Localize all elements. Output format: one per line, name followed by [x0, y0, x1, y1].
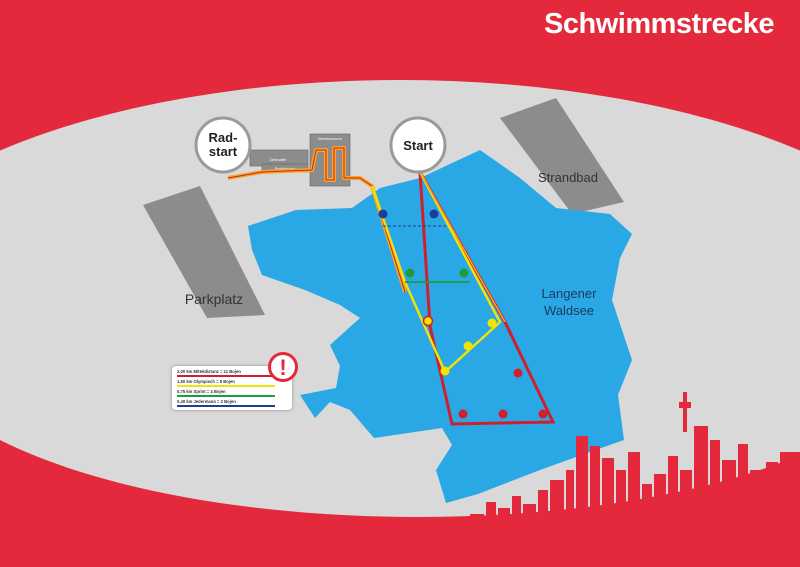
lake-area [248, 150, 632, 503]
start-label: Start [403, 138, 433, 153]
swim-entry-lane [419, 171, 506, 323]
run-route-inner [227, 147, 406, 293]
legend-item-sprint: 0,75 km Sprint = 4 Bojen [177, 389, 226, 394]
buoy-red-4 [538, 409, 548, 419]
buoy-red-3 [498, 409, 508, 419]
buoy-yellow-4 [440, 366, 450, 376]
skyline-silhouette [470, 392, 800, 567]
buoy-yellow-3 [463, 341, 473, 351]
bridge-label-radstaender: Radständer [275, 166, 296, 171]
buoys [378, 209, 548, 419]
bridge-label-zeitmatte: Zeitmatte [270, 157, 287, 162]
course-legend: 2,00 km Mitteldistanz = 11 Bojen 1,50 km… [172, 366, 292, 410]
buoy-red-1 [513, 368, 523, 378]
buoy-green-1 [405, 268, 415, 278]
rad-start-label-line1: Rad- [209, 130, 238, 145]
buoy-yellow-2 [487, 318, 497, 328]
legend-bar-mitteldistanz [177, 375, 275, 377]
legend-bar-sprint [177, 395, 275, 397]
strandbad-area [500, 98, 624, 214]
legend-item-mitteldistanz: 2,00 km Mitteldistanz = 11 Bojen [177, 369, 241, 374]
buoy-red-2 [458, 409, 468, 419]
buoy-yellow-1 [422, 315, 434, 327]
buoy-blue-2 [429, 209, 439, 219]
rad-start-marker: Rad- start [194, 116, 252, 174]
strandbad-label: Strandbad [538, 170, 598, 185]
buoy-blue-1 [378, 209, 388, 219]
legend-item-olympisch: 1,50 km Olympisch = 8 Bojen [177, 379, 235, 384]
parkplatz-area [143, 186, 265, 318]
lake-label-line1: Langener [542, 286, 598, 301]
rad-start-label-line2: start [209, 144, 238, 159]
start-marker: Start [389, 116, 447, 174]
legend-bar-jedermann [177, 405, 275, 407]
legend-item-jedermann: 0,40 km Jedermann = 2 Bojen [177, 399, 236, 404]
bridge-label-wechselzone: Wechselzone [318, 136, 343, 141]
buoy-green-2 [459, 268, 469, 278]
warning-icon: ! [268, 352, 298, 382]
legend-bar-olympisch [177, 385, 275, 387]
page-title: Schwimmstrecke [544, 8, 774, 40]
lake-label-line2: Waldsee [544, 303, 594, 318]
parkplatz-label: Parkplatz [185, 291, 243, 307]
